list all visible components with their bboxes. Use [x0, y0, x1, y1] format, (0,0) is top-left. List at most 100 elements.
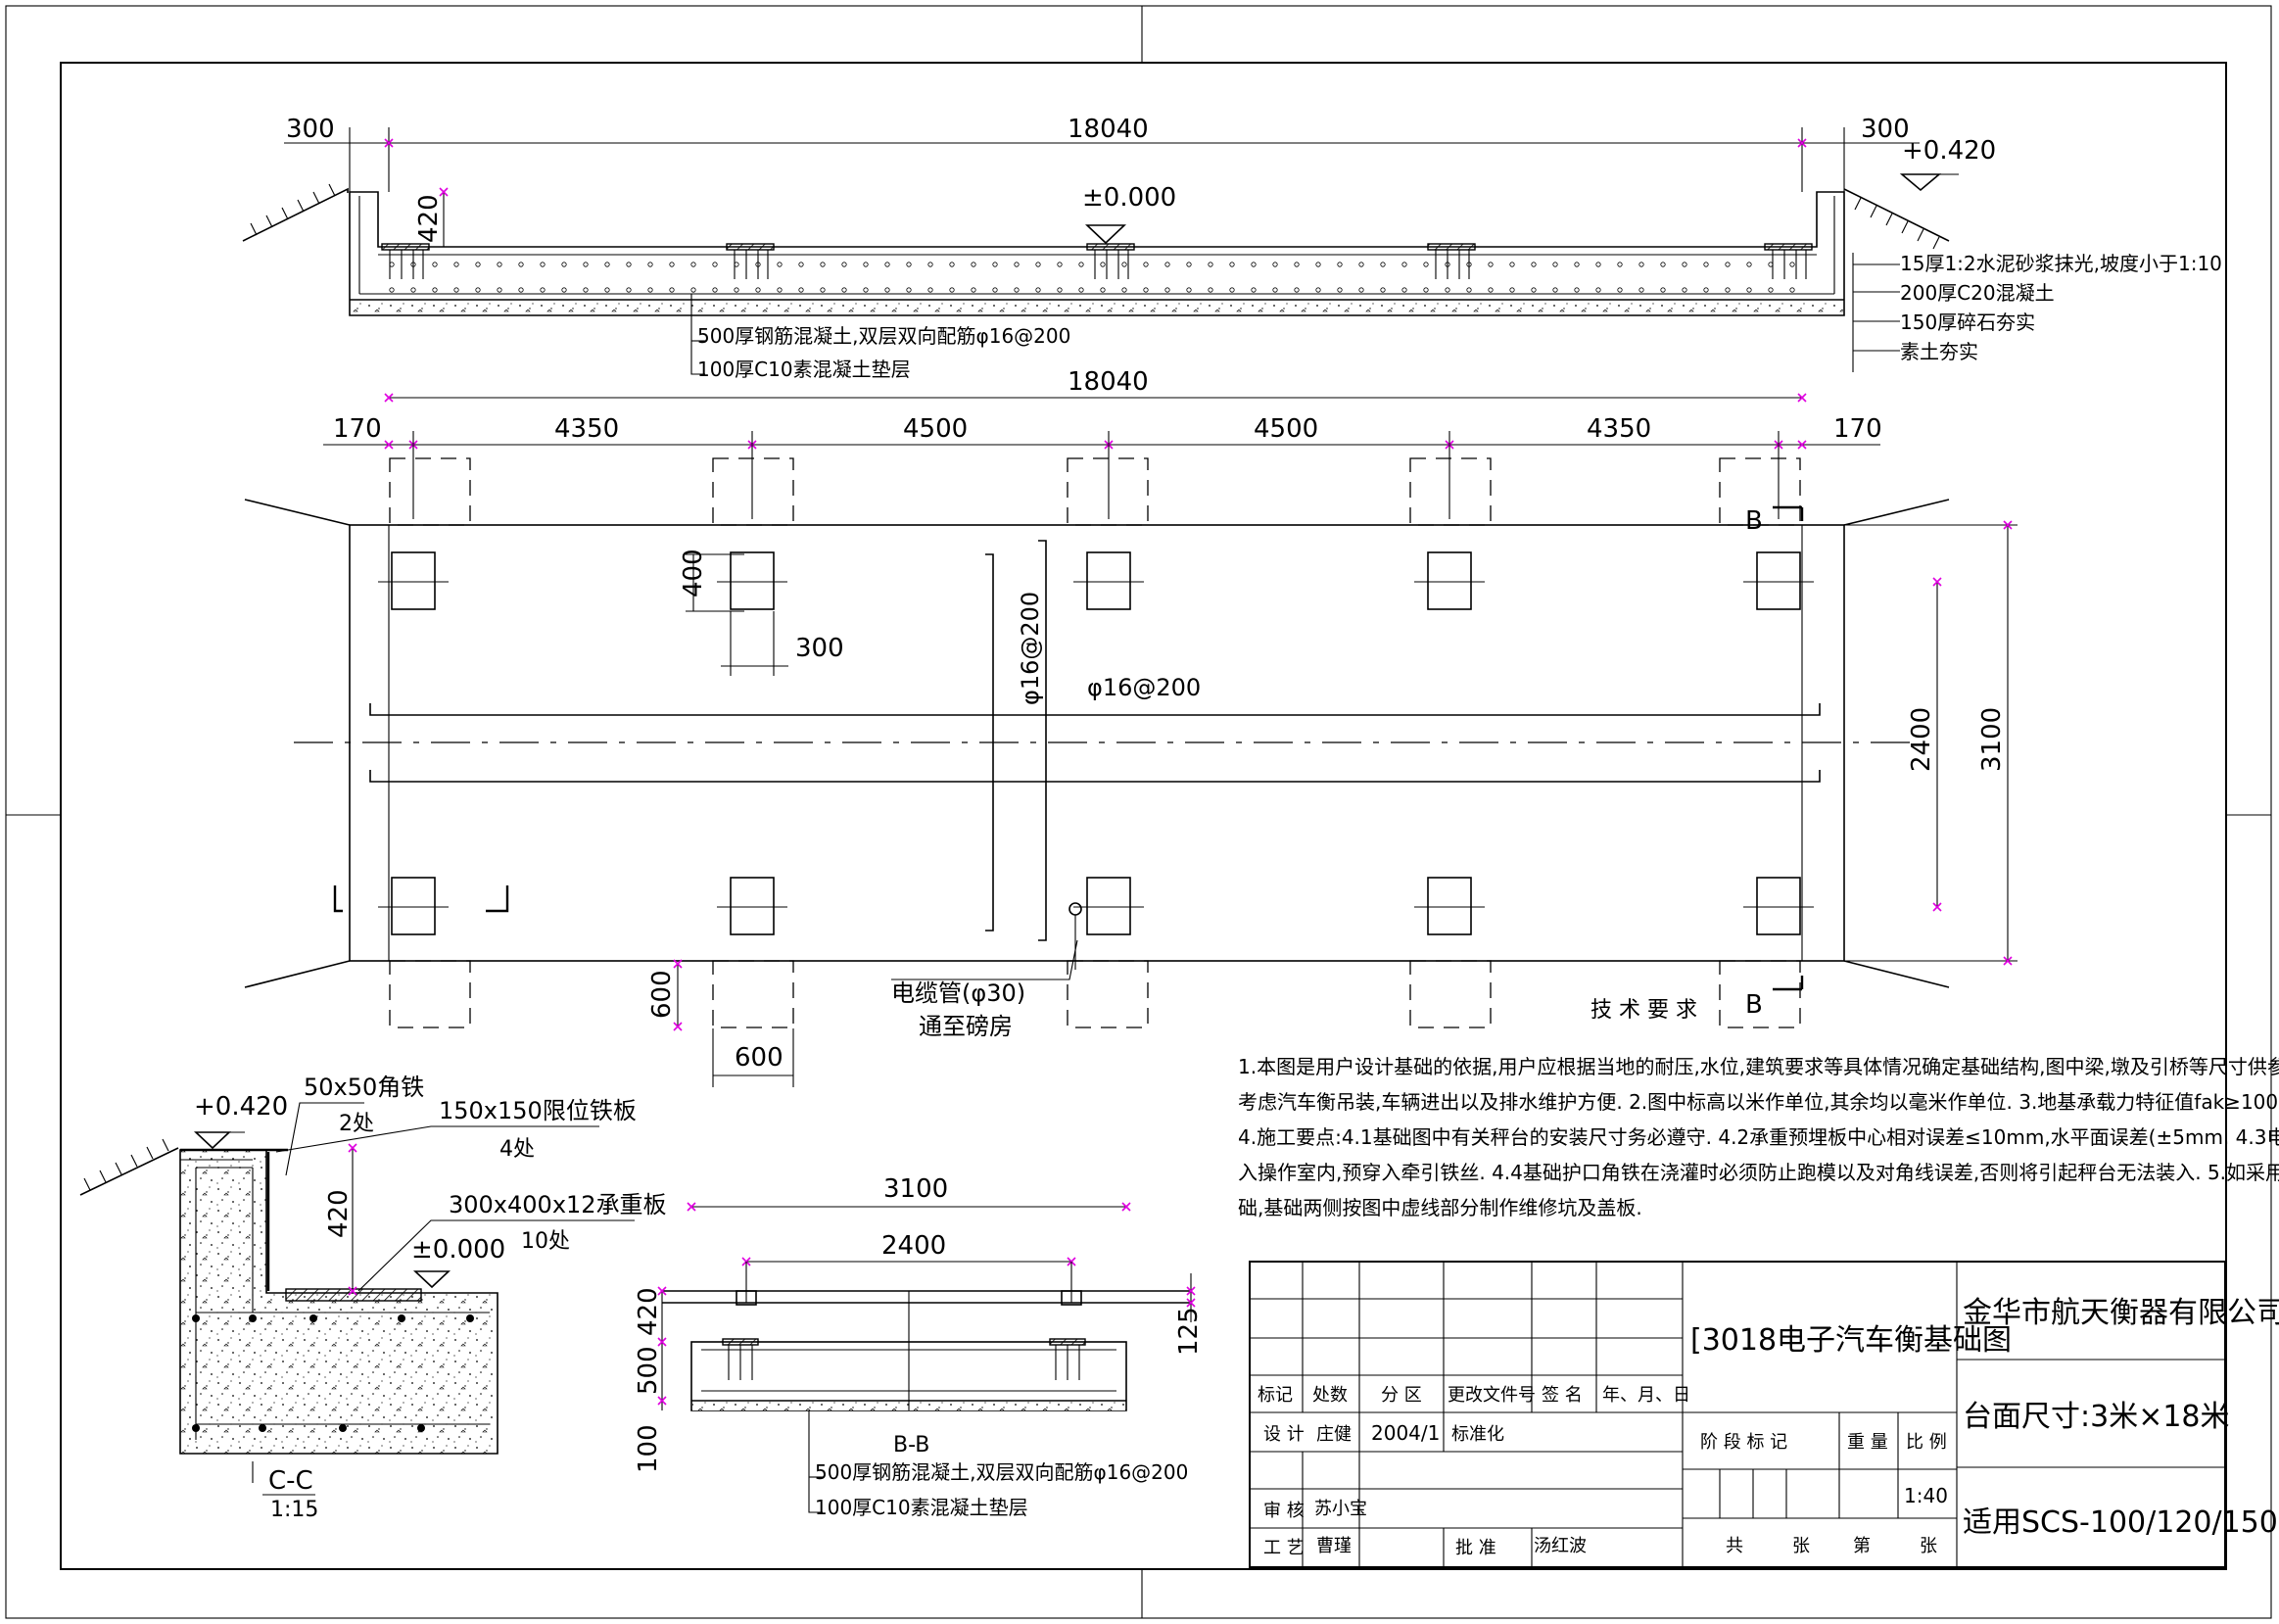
rebar-dot: [1208, 287, 1213, 293]
dim-3100-plan: 3100: [1977, 707, 2007, 772]
dim-170-right: 170: [1833, 414, 1882, 444]
rebar-dot: [1100, 287, 1106, 293]
rebar-dot: [1552, 262, 1558, 267]
rebar-dots: [389, 262, 1795, 293]
rebar-dot: [1638, 287, 1644, 293]
dim-300-right: 300: [1861, 115, 1910, 144]
header-sign: 签 名: [1542, 1385, 1583, 1406]
rebar-dot: [1272, 287, 1278, 293]
cable-label: 电缆管(φ30): [891, 979, 1025, 1007]
rebar-dot: [712, 262, 718, 267]
rebar-dot: [1337, 287, 1343, 293]
bb-note-2: 100厚C10素混凝土垫层: [815, 1496, 1028, 1519]
rebar-dot: [1768, 287, 1774, 293]
bearing-plate: [1427, 877, 1472, 935]
design-label: 设 计: [1263, 1424, 1305, 1445]
level-right: +0.420: [1902, 136, 1996, 166]
bb-dim-3100: 3100: [883, 1174, 948, 1204]
dim-420-top: 420: [414, 194, 444, 243]
sheets-unit-2: 张: [1920, 1536, 1937, 1556]
rebar-dot: [432, 287, 438, 293]
bearing-plate: [1427, 551, 1472, 610]
rebar-dot: [1509, 262, 1515, 267]
design-date: 2004/1: [1371, 1421, 1440, 1445]
rebar-dot: [971, 262, 976, 267]
dim-600-horizontal: 600: [735, 1043, 783, 1073]
rebar-dot: [1208, 262, 1213, 267]
rebar-dot: [647, 287, 653, 293]
rebar-dot: [389, 287, 395, 293]
rebar-dot: [1186, 287, 1192, 293]
rebar-dot: [561, 262, 567, 267]
rebar-dot: [1143, 287, 1149, 293]
tech-title: 技 术 要 求: [1591, 998, 1697, 1023]
bearing-plate: [1086, 551, 1131, 610]
rebar-dot: [1057, 287, 1063, 293]
bearing-plate: [1756, 551, 1801, 610]
rebar-dot: [820, 262, 826, 267]
rebar-dot: [1229, 287, 1235, 293]
rebar-dot: [626, 262, 632, 267]
rebar-dot: [1014, 262, 1020, 267]
rebar-dot: [1164, 287, 1170, 293]
rebar-dot: [798, 287, 804, 293]
bb-title: B-B: [893, 1433, 929, 1457]
technical-requirements: 技 术 要 求 1.本图是用户设计基础的依据,用户应根据当地的耐压,水位,建筑要…: [1238, 998, 2279, 1219]
rebar-dot: [583, 262, 589, 267]
tech-line-5: 础,基础两侧按图中虚线部分制作维修坑及盖板.: [1238, 1196, 1642, 1219]
bearing-plate: [730, 551, 775, 610]
rebar-dot: [992, 262, 998, 267]
rebar-dot: [884, 287, 890, 293]
cc-angle-count: 2处: [339, 1112, 374, 1136]
longitudinal-section: ±0.000 +0.420 300 18040 300 420 15厚1:2水泥…: [242, 115, 2222, 381]
sheets-unit-1: 张: [1792, 1536, 1810, 1556]
rebar-dot: [1488, 262, 1494, 267]
rebar-dot: [1660, 262, 1666, 267]
rebar-dot: [798, 262, 804, 267]
rebar-dot: [1078, 262, 1084, 267]
rebar-dot: [1617, 262, 1623, 267]
drawing-frame: [5, 5, 2272, 1619]
rebar-dot: [410, 262, 416, 267]
rebar-dot: [1057, 262, 1063, 267]
rebar-dot: [777, 262, 783, 267]
header-zone: 分 区: [1381, 1385, 1422, 1406]
level-zero-top: ±0.000: [1082, 183, 1176, 213]
rebar-dot: [518, 287, 524, 293]
approver: 汤红波: [1534, 1536, 1587, 1556]
plan-view: 18040 170 4350 4500 4500 4350 170: [244, 367, 2018, 1087]
process-person: 曹瑾: [1316, 1536, 1352, 1556]
stage-label: 阶 段 标 记: [1700, 1432, 1787, 1453]
header-count: 处数: [1312, 1385, 1348, 1406]
dim-bay-4: 4350: [1587, 414, 1651, 444]
rebar-dot: [1595, 287, 1601, 293]
header-change-doc: 更改文件号: [1448, 1385, 1536, 1406]
bb-dim-125: 125: [1174, 1307, 1204, 1356]
cc-bearing-plate: 300x400x12承重板: [449, 1191, 667, 1218]
rebar-dot: [1789, 262, 1795, 267]
bb-section: 3100 2400 420 500 100: [634, 1174, 1204, 1519]
tech-line-3: 4.施工要点:4.1基础图中有关秤台的安装尺寸务必遵守. 4.2承重预埋板中心相…: [1238, 1125, 2279, 1149]
dim-bay-3: 4500: [1254, 414, 1318, 444]
rebar-dot: [1552, 287, 1558, 293]
rebar-dot: [712, 287, 718, 293]
rebar-dot: [1035, 262, 1041, 267]
rebar-dot: [820, 287, 826, 293]
rebar-dot: [1358, 262, 1364, 267]
rebar-dot: [583, 287, 589, 293]
rebar-dot: [777, 287, 783, 293]
check-label: 审 核: [1263, 1501, 1305, 1521]
bearing-plate: [1086, 877, 1131, 935]
dim-18040-top: 18040: [1068, 115, 1149, 144]
rebar-dot: [1703, 262, 1709, 267]
layer-4: 素土夯实: [1900, 340, 1978, 363]
dim-300-left: 300: [286, 115, 335, 144]
rebar-dot: [453, 262, 459, 267]
applicable-models: 适用SCS-100/120/150型: [1963, 1505, 2279, 1540]
cc-angle-iron: 50x50角铁: [304, 1074, 424, 1101]
rebar-dot: [1509, 287, 1515, 293]
rebar-dot: [1531, 262, 1537, 267]
rebar-dot: [1789, 287, 1795, 293]
rebar-dot: [1423, 287, 1429, 293]
scale-label: 比 例: [1906, 1432, 1947, 1453]
